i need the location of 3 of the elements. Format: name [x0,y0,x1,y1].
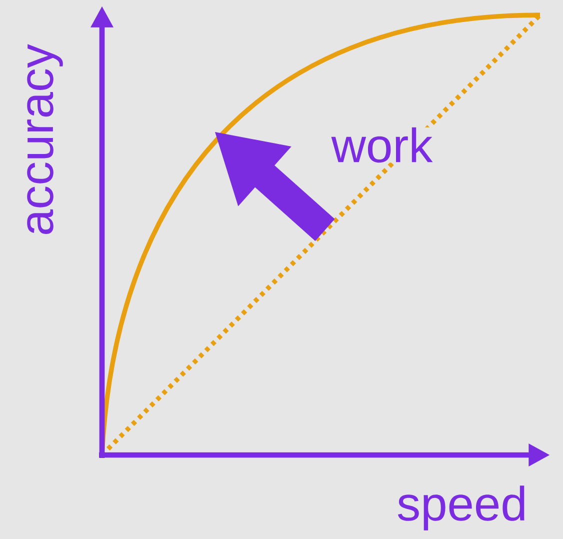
axis-label: speed [396,486,528,530]
axis-label: accuracy [27,44,63,236]
arrow-label: work [331,127,433,163]
